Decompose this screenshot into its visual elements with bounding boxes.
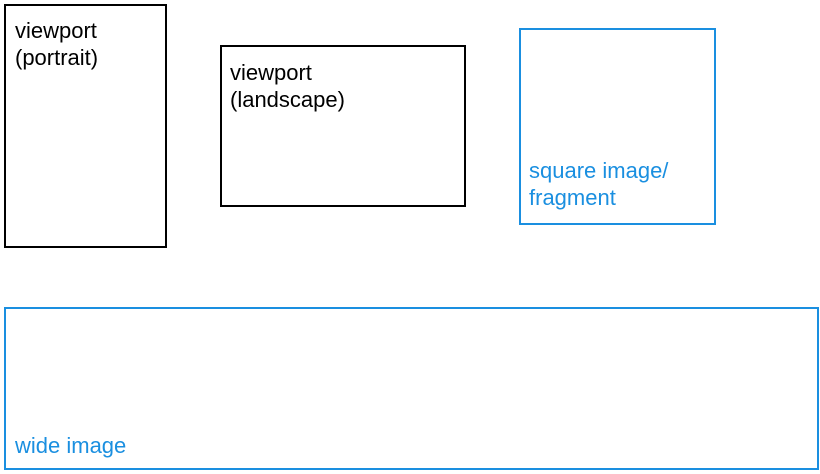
viewport-landscape-label: viewport (landscape) (230, 59, 345, 113)
viewport-landscape-label-line1: viewport (230, 60, 312, 85)
wide-image-box: wide image (4, 307, 819, 470)
square-image-label: square image/ fragment (529, 157, 668, 211)
viewport-portrait-label-line1: viewport (15, 18, 97, 43)
wide-image-label: wide image (15, 432, 126, 459)
square-image-box: square image/ fragment (519, 28, 716, 225)
square-image-label-line2: fragment (529, 185, 616, 210)
wide-image-label-line1: wide image (15, 433, 127, 458)
viewport-landscape-label-line2: (landscape) (230, 87, 345, 112)
viewport-portrait-label: viewport (portrait) (15, 17, 98, 71)
viewport-landscape-box: viewport (landscape) (220, 45, 466, 207)
viewport-portrait-box: viewport (portrait) (4, 4, 167, 248)
square-image-label-line1: square image/ (529, 158, 669, 183)
viewport-portrait-label-line2: (portrait) (15, 45, 99, 70)
